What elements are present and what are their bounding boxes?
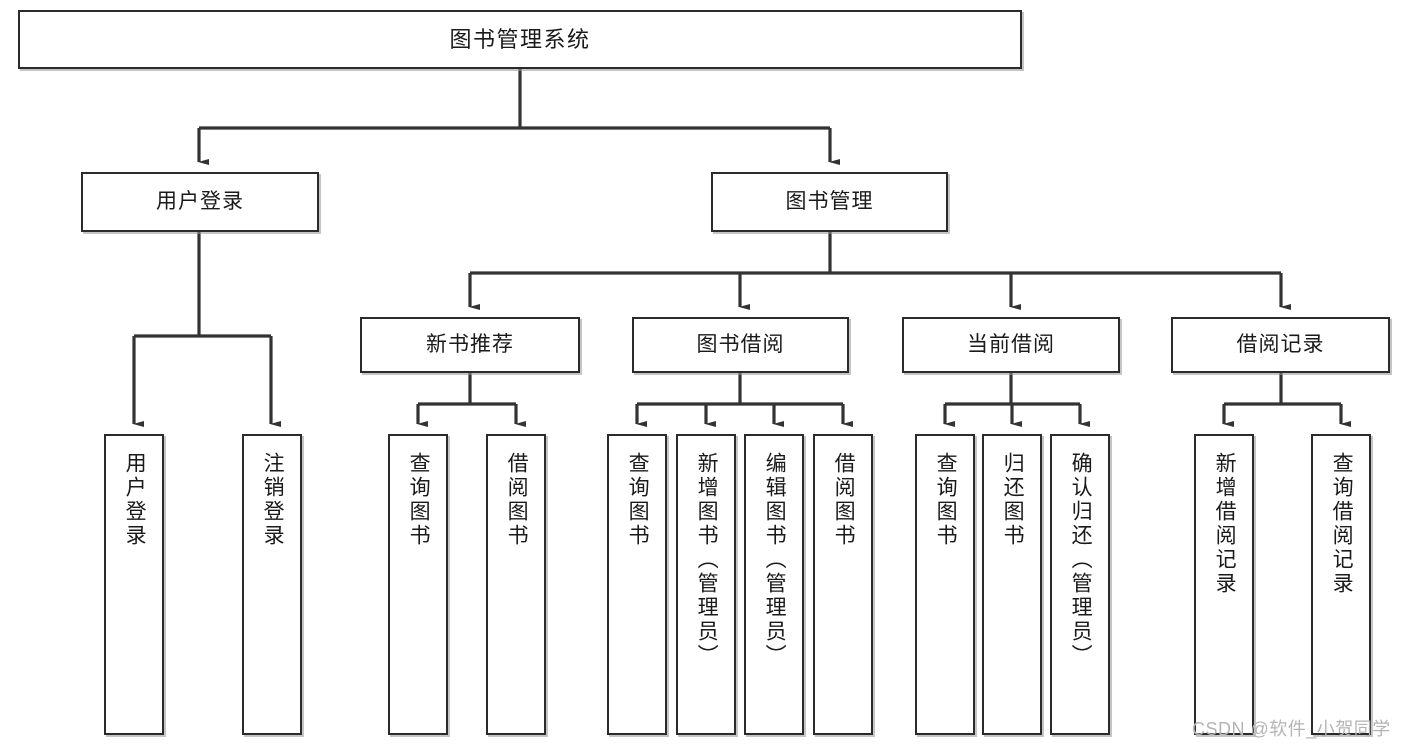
node-user-login[interactable]: 用户登录 [81,172,319,232]
leaf-borrow-query-label: 查询图书 [626,452,650,548]
node-current-borrow-label: 当前借阅 [967,332,1055,356]
leaf-borrow-edit-book-label: 编辑图书（管理员） [763,452,787,668]
node-user-login-label: 用户登录 [156,189,244,213]
leaf-new-book-borrow-label: 借阅图书 [505,452,529,548]
leaf-user-login-login[interactable]: 用户登录 [104,434,164,735]
leaf-current-confirm-return-label: 确认归还（管理员） [1069,452,1093,668]
leaf-user-login-logout[interactable]: 注销登录 [242,434,302,735]
leaf-current-confirm-return[interactable]: 确认归还（管理员） [1050,434,1110,735]
leaf-current-query[interactable]: 查询图书 [915,434,975,735]
leaf-borrow-add-book-label: 新增图书（管理员） [695,452,719,668]
leaf-new-book-query[interactable]: 查询图书 [388,434,448,735]
leaf-current-return-label: 归还图书 [1001,452,1025,548]
node-borrow-record-label: 借阅记录 [1236,332,1325,356]
leaf-current-query-label: 查询图书 [934,452,958,548]
node-new-book-recommend-label: 新书推荐 [426,332,514,356]
leaf-new-book-borrow[interactable]: 借阅图书 [486,434,546,735]
node-book-borrow[interactable]: 图书借阅 [632,317,849,373]
leaf-borrow-query[interactable]: 查询图书 [607,434,667,735]
node-borrow-record[interactable]: 借阅记录 [1171,317,1390,373]
leaf-borrow-add-book[interactable]: 新增图书（管理员） [676,434,736,735]
leaf-user-login-logout-label: 注销登录 [261,452,285,548]
leaf-record-add-label: 新增借阅记录 [1213,452,1237,596]
node-current-borrow[interactable]: 当前借阅 [902,317,1120,373]
leaf-borrow-borrow-book[interactable]: 借阅图书 [813,434,873,735]
leaf-record-add[interactable]: 新增借阅记录 [1194,434,1254,735]
node-book-borrow-label: 图书借阅 [696,332,785,356]
leaf-current-return[interactable]: 归还图书 [982,434,1042,735]
leaf-record-query[interactable]: 查询借阅记录 [1311,434,1371,735]
node-root[interactable]: 图书管理系统 [18,10,1022,69]
leaf-borrow-edit-book[interactable]: 编辑图书（管理员） [744,434,804,735]
leaf-new-book-query-label: 查询图书 [407,452,431,548]
leaf-user-login-login-label: 用户登录 [123,452,147,548]
node-book-management[interactable]: 图书管理 [711,172,948,232]
node-new-book-recommend[interactable]: 新书推荐 [360,317,580,373]
leaf-borrow-borrow-book-label: 借阅图书 [832,452,856,548]
leaf-record-query-label: 查询借阅记录 [1330,452,1354,596]
node-root-label: 图书管理系统 [449,26,591,52]
node-book-management-label: 图书管理 [785,189,874,213]
